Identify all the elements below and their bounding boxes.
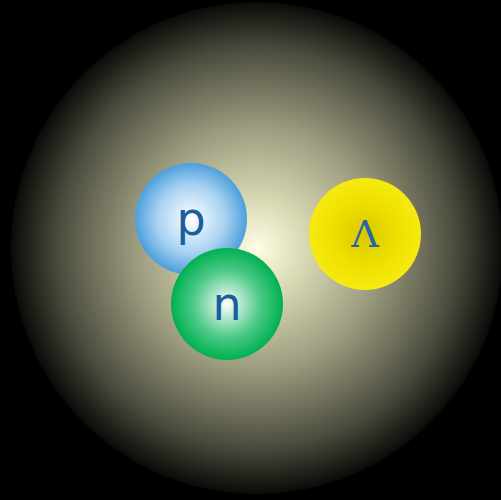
neutron-circle: n xyxy=(171,248,283,360)
lambda-circle: Λ xyxy=(309,178,421,290)
nucleus-glow xyxy=(11,2,501,494)
particle-symbol: n xyxy=(212,281,241,327)
particle-symbol: Λ xyxy=(351,215,378,253)
particle-disc xyxy=(309,178,421,290)
particle-symbol: p xyxy=(176,196,205,242)
particle-disc xyxy=(171,248,283,360)
